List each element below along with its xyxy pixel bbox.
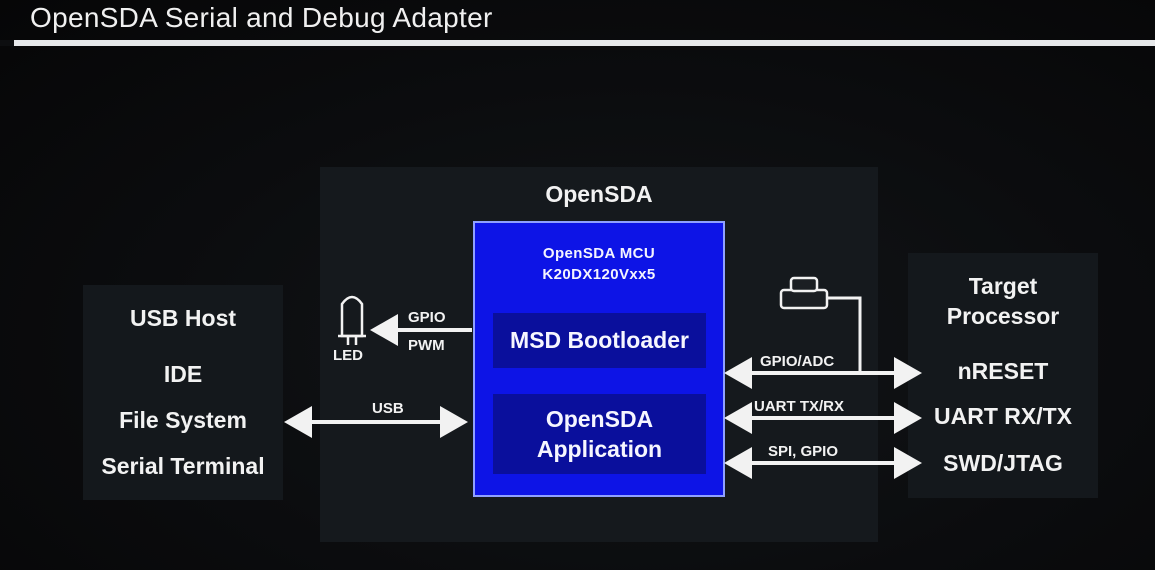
app-label-line2: Application	[536, 436, 663, 462]
usb-host-item-file-system: File System	[119, 407, 247, 433]
led-signal-pwm: PWM	[408, 337, 445, 354]
msd-bootloader-block: MSD Bootloader	[493, 313, 706, 368]
mcu-part-number: K20DX120Vxx5	[542, 266, 656, 283]
uart-link-label: UART TX/RX	[754, 398, 844, 415]
spi-link-label: SPI, GPIO	[768, 443, 839, 460]
app-label-line1: OpenSDA	[545, 406, 654, 432]
led-signal-gpio: GPIO	[408, 309, 446, 326]
usb-host-item-ide: IDE	[163, 361, 203, 387]
opensda-application-block: OpenSDA Application	[493, 394, 706, 474]
usb-host-heading: USB Host	[129, 305, 237, 331]
target-item-nreset: nRESET	[957, 358, 1049, 384]
target-item-swd-jtag: SWD/JTAG	[943, 450, 1063, 476]
target-heading-line2: Processor	[946, 303, 1060, 329]
target-heading-line1: Target	[968, 273, 1038, 299]
led-label: LED	[333, 347, 363, 364]
slide-title: OpenSDA Serial and Debug Adapter	[30, 2, 493, 33]
opensda-heading: OpenSDA	[545, 181, 653, 207]
push-button-icon	[779, 276, 829, 310]
mcu-name: OpenSDA MCU	[542, 245, 656, 262]
target-processor-panel	[908, 253, 1098, 498]
title-rule-notch	[0, 40, 14, 46]
usb-host-item-serial-terminal: Serial Terminal	[101, 453, 265, 479]
gpio-adc-link-label: GPIO/ADC	[760, 353, 835, 370]
title-rule	[0, 40, 1155, 46]
usb-link-label: USB	[372, 400, 404, 417]
reset-button-wire	[827, 296, 862, 373]
target-item-uart: UART RX/TX	[934, 403, 1072, 429]
usb-host-panel	[83, 285, 283, 500]
led-icon	[338, 295, 366, 345]
